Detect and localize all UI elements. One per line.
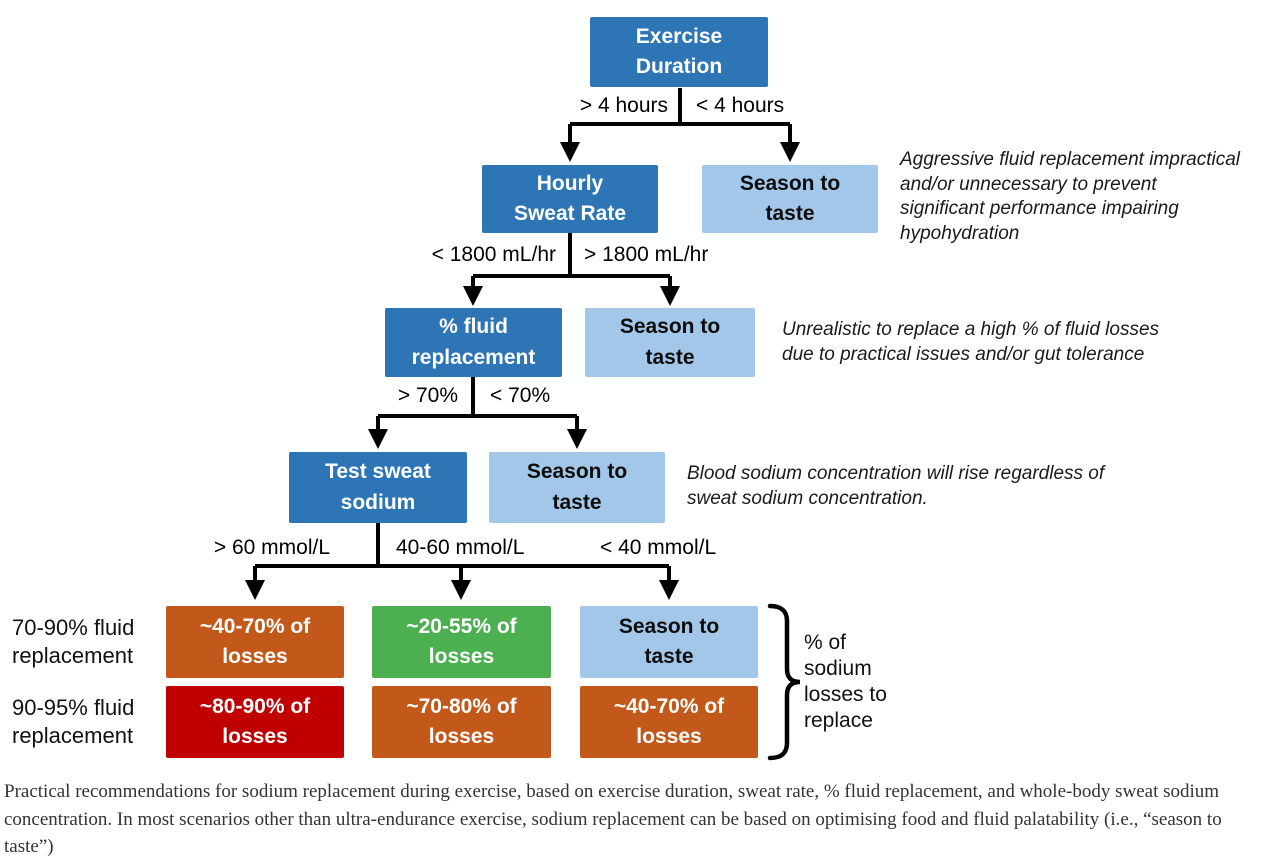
result-cell-r2c1: ~80-90% of losses (166, 686, 344, 758)
node-season-to-taste-2: Season to taste (585, 308, 755, 377)
branch-label-lt-4-hours: < 4 hours (696, 94, 785, 117)
note-sweat-rate: Unrealistic to replace a high % of fluid… (782, 319, 1160, 365)
branch-label-lt-40-mmol: < 40 mmol/L (600, 536, 717, 559)
note-fluid-replacement: Blood sodium concentration will rise reg… (687, 463, 1105, 509)
branch-label-lt-70pct: < 70% (490, 384, 551, 407)
result-cell-r1c3: Season to taste (580, 606, 758, 678)
result-cell-r1c2: ~20-55% of losses (372, 606, 551, 678)
branch-label-40-60-mmol: 40-60 mmol/L (396, 536, 525, 559)
note-exercise-duration: Aggressive fluid replacement impractical… (900, 149, 1241, 245)
branch-label-lt-1800: < 1800 mL/hr (431, 243, 556, 266)
branch-label-gt-60-mmol: > 60 mmol/L (213, 536, 330, 559)
result-cell-r2c3: ~40-70% of losses (580, 686, 758, 758)
result-cell-r1c1: ~40-70% of losses (166, 606, 344, 678)
result-cell-r2c2: ~70-80% of losses (372, 686, 551, 758)
right-brace-icon (767, 603, 801, 761)
node-hourly-sweat-rate: Hourly Sweat Rate (482, 165, 658, 233)
node-season-to-taste-1: Season to taste (702, 165, 878, 233)
node-exercise-duration: Exercise Duration (590, 17, 768, 87)
node-test-sweat-sodium: Test sweat sodium (289, 452, 467, 523)
figure-caption: Practical recommendations for sodium rep… (4, 781, 1222, 858)
row-label-90-95: 90-95% fluid replacement (12, 695, 135, 748)
row-label-70-90: 70-90% fluid replacement (12, 615, 135, 668)
node-season-to-taste-3: Season to taste (489, 452, 665, 523)
node-pct-fluid-replacement: % fluid replacement (385, 308, 562, 377)
branch-label-gt-4-hours: > 4 hours (579, 94, 668, 117)
branch-label-gt-70pct: > 70% (397, 384, 458, 407)
branch-label-gt-1800: > 1800 mL/hr (584, 243, 709, 266)
brace-annotation: % of sodium losses to replace (804, 631, 887, 733)
